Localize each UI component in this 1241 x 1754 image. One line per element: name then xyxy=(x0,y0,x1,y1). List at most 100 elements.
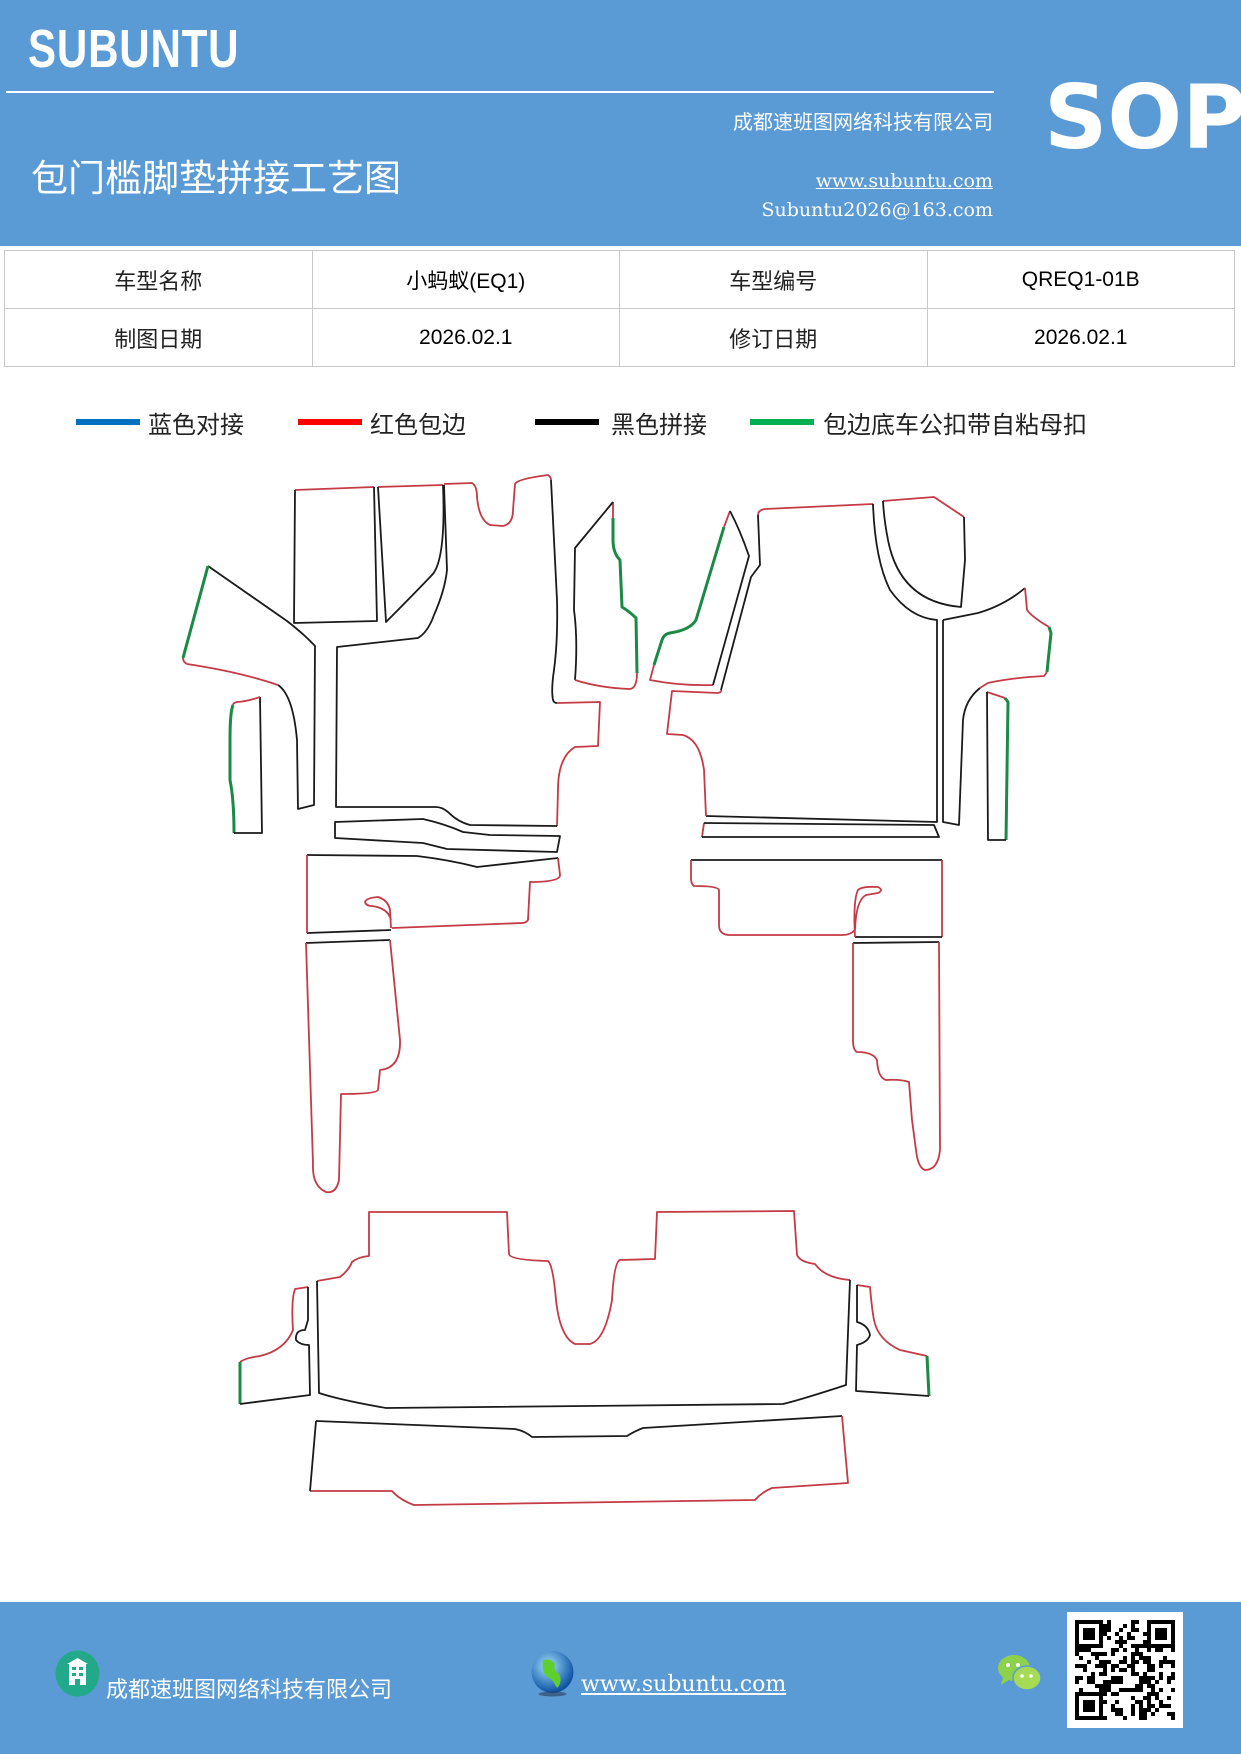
qr-module xyxy=(1135,1644,1139,1648)
legend-swatch-blue xyxy=(76,419,140,425)
qr-module xyxy=(1119,1636,1123,1640)
qr-module xyxy=(1103,1652,1107,1656)
qr-module xyxy=(1131,1652,1135,1656)
qr-module xyxy=(1079,1648,1083,1652)
qr-module xyxy=(1135,1652,1139,1656)
qr-module xyxy=(1115,1708,1119,1712)
qr-module xyxy=(1151,1688,1155,1692)
qr-module xyxy=(1139,1684,1143,1688)
qr-module xyxy=(1151,1676,1155,1680)
qr-module xyxy=(1103,1716,1107,1720)
qr-module xyxy=(1119,1680,1123,1684)
red-binding-edge xyxy=(364,896,392,929)
qr-module xyxy=(1123,1624,1127,1628)
black-seam-edge xyxy=(234,696,263,834)
header-website-link[interactable]: www.subuntu.com xyxy=(815,170,993,192)
red-binding-edge xyxy=(239,1286,309,1363)
red-binding-edge xyxy=(723,510,731,528)
qr-module xyxy=(1115,1700,1119,1704)
qr-module xyxy=(1119,1644,1123,1648)
black-seam-edge xyxy=(712,510,750,686)
qr-module xyxy=(1163,1656,1167,1660)
header-divider xyxy=(6,91,994,93)
qr-module xyxy=(1119,1640,1123,1644)
legend-item-black: 黑色拼接 xyxy=(535,406,707,439)
qr-module xyxy=(1079,1676,1083,1680)
footer-company: 成都速班图网络科技有限公司 xyxy=(106,1678,393,1703)
red-binding-edge xyxy=(979,671,1048,689)
qr-module xyxy=(1135,1620,1139,1624)
qr-module xyxy=(1171,1672,1175,1676)
qr-module xyxy=(1091,1680,1095,1684)
qr-module xyxy=(1107,1688,1111,1692)
qr-module xyxy=(1123,1660,1127,1664)
qr-module xyxy=(1135,1628,1139,1632)
black-seam-edge xyxy=(315,1415,843,1438)
qr-module xyxy=(1147,1708,1151,1712)
qr-module xyxy=(1139,1652,1143,1656)
black-seam-edge xyxy=(573,501,614,681)
qr-module xyxy=(1143,1676,1147,1680)
qr-module xyxy=(1119,1660,1123,1664)
black-seam-edge xyxy=(377,484,445,623)
qr-module xyxy=(1123,1716,1127,1720)
qr-module xyxy=(1143,1672,1147,1676)
qr-module xyxy=(1147,1676,1151,1680)
qr-module xyxy=(1107,1684,1111,1688)
qr-module xyxy=(1155,1680,1159,1684)
qr-module xyxy=(1143,1680,1147,1684)
qr-module xyxy=(1131,1624,1135,1628)
brand-logo: SUBUNTU xyxy=(28,19,240,79)
qr-module xyxy=(1159,1664,1163,1668)
qr-module xyxy=(1167,1696,1171,1700)
qr-code-pattern xyxy=(1075,1620,1175,1720)
qr-module xyxy=(1159,1672,1163,1676)
qr-module xyxy=(1159,1648,1163,1652)
qr-module xyxy=(1091,1676,1095,1680)
red-binding-edge xyxy=(856,1284,928,1357)
qr-module xyxy=(1103,1680,1107,1684)
red-binding-edge xyxy=(1024,587,1050,628)
qr-module xyxy=(1159,1704,1163,1708)
qr-module xyxy=(1095,1652,1099,1656)
qr-module xyxy=(1131,1672,1135,1676)
qr-module xyxy=(1139,1712,1143,1716)
qr-module xyxy=(1139,1656,1143,1660)
red-binding-edge xyxy=(882,496,965,518)
qr-module xyxy=(1171,1664,1175,1668)
red-binding-edge xyxy=(316,1210,851,1345)
qr-module xyxy=(1075,1648,1079,1652)
black-seam-edge xyxy=(986,691,1006,841)
qr-module xyxy=(1107,1620,1111,1624)
qr-module xyxy=(1147,1704,1151,1708)
qr-module xyxy=(1119,1676,1123,1680)
qr-module xyxy=(1135,1672,1139,1676)
black-seam-edge xyxy=(306,854,559,868)
qr-module xyxy=(1091,1652,1095,1656)
qr-module xyxy=(1135,1660,1139,1664)
vehicle-info-table: 车型名称 小蚂蚁(EQ1) 车型编号 QREQ1-01B 制图日期 2026.0… xyxy=(4,250,1235,367)
footer-website-link[interactable]: www.subuntu.com xyxy=(581,1672,787,1697)
legend-swatch-red xyxy=(298,419,362,425)
header-company: 成都速班图网络科技有限公司 xyxy=(733,110,993,134)
legend-label: 黑色拼接 xyxy=(611,410,707,439)
qr-module xyxy=(1151,1704,1155,1708)
label-model-code: 车型编号 xyxy=(619,250,928,309)
legend-label: 蓝色对接 xyxy=(148,410,244,439)
qr-code[interactable] xyxy=(1067,1612,1183,1728)
qr-module xyxy=(1115,1640,1119,1644)
qr-module xyxy=(1115,1680,1119,1684)
qr-module xyxy=(1131,1664,1135,1668)
table-row: 制图日期 2026.02.1 修订日期 2026.02.1 xyxy=(4,308,1235,367)
red-binding-edge xyxy=(701,822,705,838)
qr-module xyxy=(1103,1684,1107,1688)
qr-module xyxy=(1087,1680,1091,1684)
qr-module xyxy=(1151,1668,1155,1672)
qr-module xyxy=(1139,1700,1143,1704)
qr-module xyxy=(1151,1712,1155,1716)
red-binding-edge xyxy=(232,696,261,706)
qr-module xyxy=(1171,1688,1175,1692)
qr-module xyxy=(1115,1664,1119,1668)
qr-finder-pattern xyxy=(1075,1620,1103,1648)
